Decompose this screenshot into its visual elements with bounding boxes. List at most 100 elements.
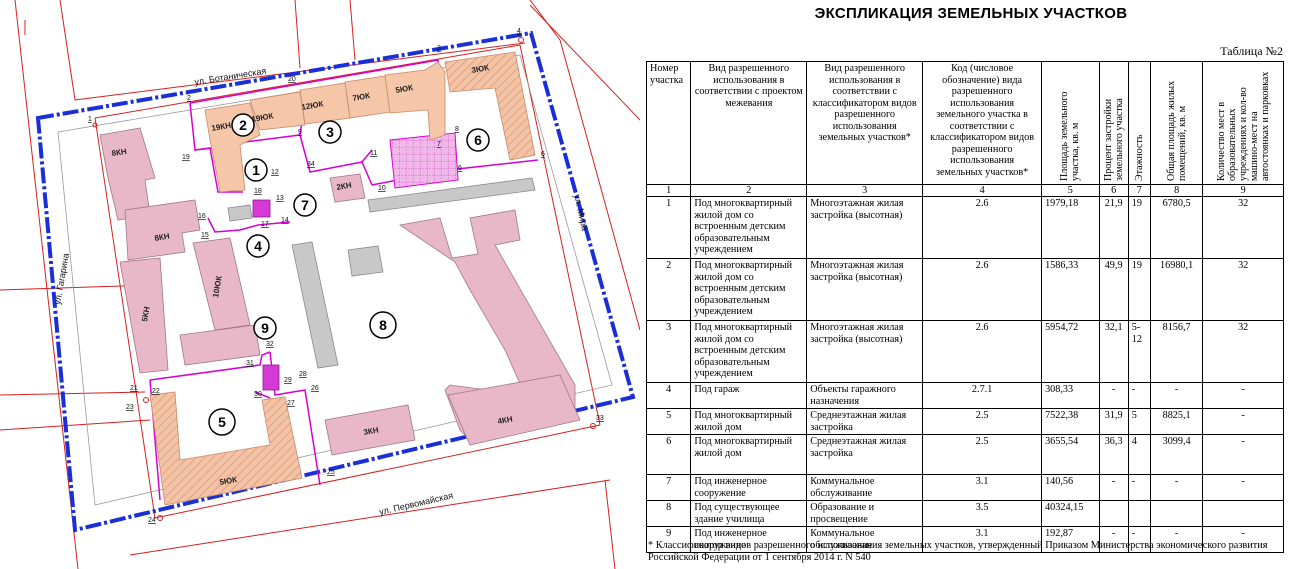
parcel-marker-3: 3 <box>318 120 342 144</box>
cell-area: 140,56 <box>1041 474 1100 501</box>
parcel-marker-9: 9 <box>253 316 277 340</box>
label-19kn: 19КН <box>211 121 232 133</box>
point-2: 2 <box>187 95 191 102</box>
cell-code: 2.5 <box>922 434 1043 475</box>
turning-points: 1 2 3 4 66 7 8 9 10 11 12 13 14 15 16 17… <box>88 28 604 524</box>
cell-places: 32 <box>1202 320 1284 383</box>
header-build-pct: Процент застройки земельного участка <box>1098 61 1129 185</box>
svg-text:6: 6 <box>541 151 545 158</box>
svg-text:26: 26 <box>311 385 319 392</box>
cell-pct: 32,1 <box>1098 320 1129 383</box>
cell-floors: 19 <box>1127 258 1151 321</box>
label-4kn: 4КН <box>497 414 514 426</box>
point-11: 11 <box>370 150 377 157</box>
label-12yk: 12ЮК <box>301 99 324 112</box>
svg-text:7: 7 <box>437 141 441 148</box>
svg-text:14: 14 <box>281 217 289 224</box>
cell-area: 192,87 <box>1041 526 1100 553</box>
svg-text:30: 30 <box>254 391 262 398</box>
cell-cls: Многоэтажная жилая застройка (высотная) <box>806 196 924 259</box>
cell-floors: 5-12 <box>1127 320 1151 383</box>
cell-pct: - <box>1098 474 1129 501</box>
svg-text:24: 24 <box>148 517 156 524</box>
cell-use: Под многоквартирный жилой дом со встроен… <box>690 196 808 259</box>
point-34: 34 <box>307 161 315 168</box>
label-7yk: 7ЮК <box>352 91 371 103</box>
cell-places: - <box>1202 526 1284 553</box>
cell-cls: Объекты гаражного назначения <box>806 382 924 409</box>
street-east: ул. Мира <box>572 193 590 231</box>
svg-text:1: 1 <box>252 162 260 178</box>
svg-text:10: 10 <box>378 185 386 192</box>
cell-cls: Коммунальное обслуживание <box>806 474 924 501</box>
cell-places: - <box>1202 434 1284 475</box>
cell-cls: Среднеэтажная жилая застройка <box>806 408 924 435</box>
cell-n: 5 <box>645 408 692 435</box>
cell-pct: 31,9 <box>1098 408 1129 435</box>
svg-text:11: 11 <box>370 150 377 157</box>
cell-floors: 4 <box>1127 434 1151 475</box>
label-19yk: 19ЮК <box>251 111 274 124</box>
cell-pct: - <box>1098 382 1129 409</box>
parcel-markers: 1 2 3 4 5 6 7 8 9 <box>208 113 490 436</box>
parcel-7-square <box>252 199 271 218</box>
parcel-marker-2: 2 <box>231 113 255 137</box>
svg-text:12: 12 <box>271 169 279 176</box>
svg-text:2: 2 <box>187 95 191 102</box>
table-label: Таблица №2 <box>1220 44 1283 58</box>
header-living-area: Общая площадь жилых помещений, кв. м <box>1149 61 1204 185</box>
svg-text:4: 4 <box>517 28 521 35</box>
svg-text:29: 29 <box>284 377 292 384</box>
cell-living: 16980,1 <box>1149 258 1204 321</box>
svg-text:4: 4 <box>254 238 262 254</box>
cell-use: Под инженерное сооружение <box>690 474 808 501</box>
point-19: 19 <box>182 154 190 161</box>
cell-cls: Среднеэтажная жилая застройка <box>806 434 924 475</box>
cell-n: 9 <box>645 526 692 553</box>
point-9: 9 <box>298 129 302 136</box>
point-18: 18 <box>254 188 262 195</box>
svg-text:32: 32 <box>266 341 274 348</box>
cell-area: 5954,72 <box>1041 320 1100 383</box>
point-1: 1 <box>88 116 98 128</box>
svg-text:8: 8 <box>455 126 459 133</box>
cell-living: 8156,7 <box>1149 320 1204 383</box>
point-24: 24 <box>148 515 163 524</box>
point-15: 15 <box>201 232 209 239</box>
column-number-row: 1 2 3 4 5 6 7 8 9 <box>645 184 1284 197</box>
point-17: 17 <box>261 221 269 228</box>
cell-places <box>1202 500 1284 527</box>
cell-n: 2 <box>645 258 692 321</box>
svg-text:2: 2 <box>239 117 247 133</box>
cell-code: 3.5 <box>922 500 1043 527</box>
cell-code: 2.6 <box>922 258 1043 321</box>
cell-code: 3.1 <box>922 474 1043 501</box>
cell-places: 32 <box>1202 196 1284 259</box>
point-6: 66 <box>458 151 545 172</box>
svg-text:25: 25 <box>327 469 335 476</box>
svg-text:6: 6 <box>474 132 482 148</box>
svg-text:27: 27 <box>287 400 295 407</box>
cell-living: - <box>1149 474 1204 501</box>
label-5yk: 5ЮК <box>395 83 414 95</box>
point-20: 20 <box>288 76 296 83</box>
point-29: 29 <box>284 377 292 384</box>
cell-area: 7522,38 <box>1041 408 1100 435</box>
svg-text:16: 16 <box>198 213 206 220</box>
cell-area: 40324,15 <box>1041 500 1100 527</box>
cell-floors: - <box>1127 382 1151 409</box>
cell-use: Под инженерное сооружение <box>690 526 808 553</box>
cell-places: - <box>1202 408 1284 435</box>
cell-area: 1586,33 <box>1041 258 1100 321</box>
parcel-marker-1: 1 <box>244 158 268 182</box>
svg-text:1: 1 <box>88 116 92 123</box>
label-8kn: 8КН <box>154 231 171 243</box>
cell-pct <box>1098 500 1129 527</box>
